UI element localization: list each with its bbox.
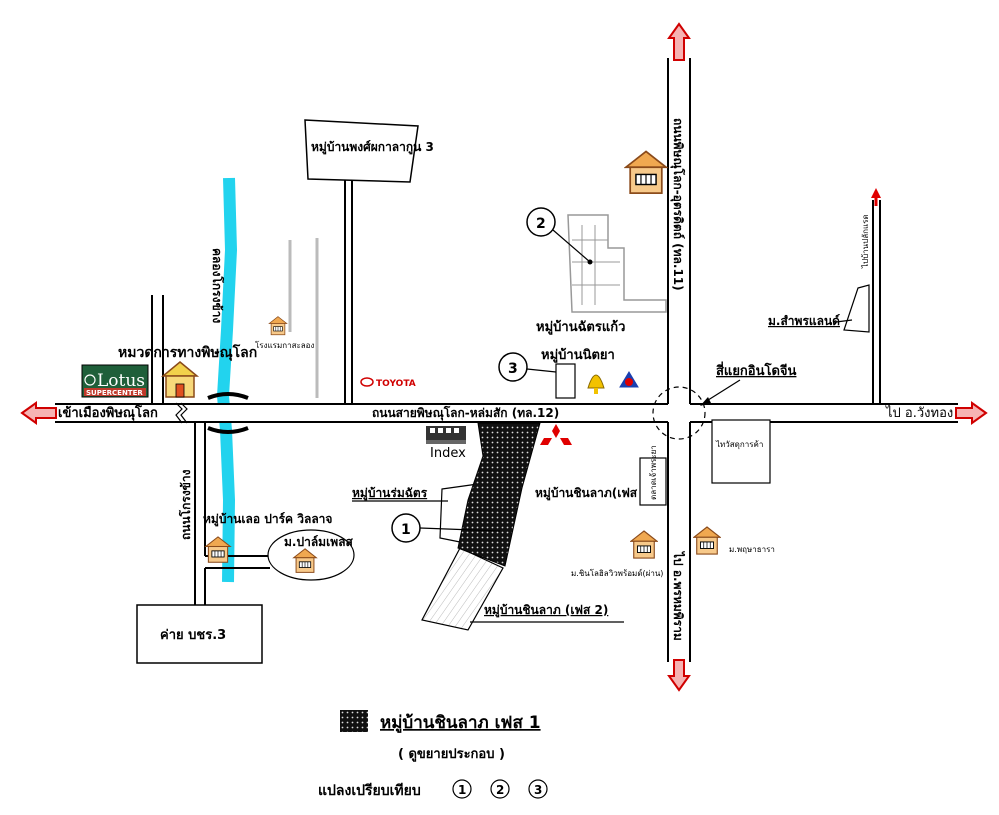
pointer-arrowhead xyxy=(700,397,711,406)
intersection-pointer xyxy=(704,379,741,403)
legend-marker-2 xyxy=(490,779,510,799)
lotus-sub-band xyxy=(84,388,146,396)
house-icon xyxy=(630,530,658,559)
chinlap-phase2-area xyxy=(421,547,504,631)
house-icon xyxy=(693,526,721,555)
marker-3-label: 3 xyxy=(508,361,518,377)
to-wangthong-label: ไป อ.วังทอง xyxy=(885,405,953,421)
chatkaew-lots xyxy=(572,225,620,305)
house-icon xyxy=(624,150,668,195)
highway11-north-label: ถนนพิษณุโลก-อุตรดิตถ์ (ทล.11) xyxy=(670,118,686,291)
chinlap2-label: หมู่บ้านชินลาภ (เฟส 2) xyxy=(484,603,608,618)
village-sign xyxy=(304,119,419,183)
shell-station-icon xyxy=(587,374,605,394)
legend-marker-3 xyxy=(528,779,548,799)
small-box-label: ตลาดเจ้าพระยา xyxy=(649,445,658,500)
highway-dept-label: หมวดการทางพิษณุโลก xyxy=(118,343,257,361)
lotus-flower-icon xyxy=(84,374,96,386)
arrow-right-icon xyxy=(955,401,988,425)
marker-2-label: 2 xyxy=(536,216,546,232)
camp-label: ค่าย บชร.3 xyxy=(160,628,226,643)
samphon-land-label: ม.สำพรแลนด์ xyxy=(768,314,840,328)
arrow-down-icon xyxy=(667,659,691,692)
arrow-left-icon xyxy=(20,401,57,425)
marker-3-pointer xyxy=(526,368,557,373)
village-sign-label: หมู่บ้านพงศ์ผกาลากูน 3 xyxy=(311,140,434,155)
romchat-label: หมู่บ้านร่มฉัตร xyxy=(352,486,428,501)
legend-label: หมู่บ้านชินลาภ เฟส 1 xyxy=(380,713,541,734)
north-arrow-icon xyxy=(871,188,881,198)
legend-marker-1-label: 1 xyxy=(458,783,466,797)
samphon-land-area xyxy=(843,284,870,333)
index-label: Index xyxy=(430,446,466,461)
chinlap1-label: หมู่บ้านชินลาภ(เฟส 1) xyxy=(535,486,655,501)
marker-2 xyxy=(526,207,556,237)
lotus-logo-text: Lotus xyxy=(97,371,145,391)
canal-label: คลองโกรงข้าง xyxy=(210,248,225,323)
legend-note: ( ดูขยายประกอบ ) xyxy=(398,747,505,762)
bridge xyxy=(207,392,249,400)
toyota-logo-icon xyxy=(360,377,374,387)
to-village-north-label: ไปบ้านปลักแรด xyxy=(861,214,870,269)
north-arrow-shaft xyxy=(874,196,878,206)
bridge xyxy=(207,426,249,434)
chinlo-hill-label: ม.ชินโลฮิลวิวพร้อมด์(ผ่าน) xyxy=(571,568,663,578)
legend-swatch xyxy=(340,710,368,732)
legend-compare-label: แปลงเปรียบเทียบ xyxy=(318,783,421,799)
nittaya-plot xyxy=(555,363,576,399)
pruksa-label: ม.พฤษาธารา xyxy=(729,545,775,554)
marker-1-label: 1 xyxy=(401,522,411,538)
highway11-south-label: ไป อ.พรหมพิราม xyxy=(671,550,686,641)
intersection-marker xyxy=(652,386,706,440)
legend-marker-3-label: 3 xyxy=(534,783,542,797)
side-road-label: ถนนโกรงข้าง xyxy=(178,469,193,540)
legend-marker-1 xyxy=(452,779,472,799)
road-break xyxy=(180,402,188,424)
ptt-station-icon xyxy=(619,371,639,388)
marker-2-pointer xyxy=(552,229,591,263)
nittaya-label: หมู่บ้านนิตยา xyxy=(541,347,615,363)
highway-dept-house-icon xyxy=(160,361,200,398)
toyota-label: TOYOTA xyxy=(376,379,416,389)
thai-watsadu-label: ไทวัสดุการค้า xyxy=(715,440,763,449)
marker-2-dot xyxy=(587,259,593,265)
thai-watsadu-box xyxy=(711,419,771,484)
to-city-label: เข้าเมืองพิษณุโลก xyxy=(58,404,158,421)
bridge-gap xyxy=(200,405,252,421)
camp-box xyxy=(136,604,263,664)
small-box xyxy=(639,457,667,506)
chinlap-phase1-area xyxy=(457,422,541,567)
chatkaew-area xyxy=(567,214,667,313)
arrow-up-icon xyxy=(667,22,691,61)
intersection-label: สี่แยกอินโดจีน xyxy=(716,361,797,379)
house-icon xyxy=(268,316,288,336)
samphon-land-pointer xyxy=(835,319,853,323)
mitsubishi-logo-icon xyxy=(540,424,572,445)
legend-marker-2-label: 2 xyxy=(496,783,504,797)
chatkaew-label: หมู่บ้านฉัตรแก้ว xyxy=(536,319,625,335)
road-break xyxy=(175,402,183,424)
palm-place-label: ม.ปาล์มเพลส xyxy=(284,535,353,549)
main-road-label: ถนนสายพิษณุโลก-หล่มสัก (ทล.12) xyxy=(372,405,559,421)
marker-3 xyxy=(498,352,528,382)
le-park-label: หมู่บ้านเลอ ปาร์ค วิลลาจ xyxy=(203,512,332,527)
index-building-icon xyxy=(426,426,466,444)
lotus-sub-text: SUPERCENTER xyxy=(86,389,143,397)
hotel-label: โรงแรมกาสะลอง xyxy=(255,340,314,350)
marker-1-pointer xyxy=(419,527,501,532)
